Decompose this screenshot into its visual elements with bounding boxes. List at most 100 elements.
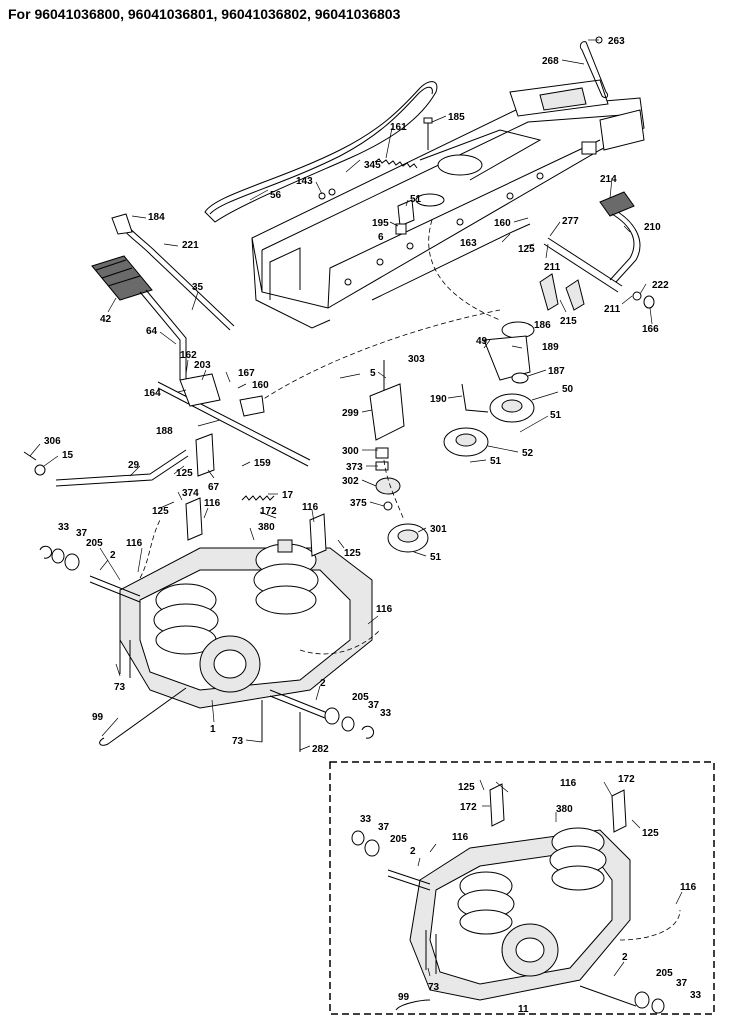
callout-203: 203	[194, 360, 211, 371]
callout-160a: 160	[494, 218, 511, 229]
callout-214: 214	[600, 174, 617, 185]
inset-callout-125b: 125	[642, 828, 659, 839]
callout-160b: 160	[252, 380, 269, 391]
callout-374: 374	[182, 488, 199, 499]
callout-185: 185	[448, 112, 465, 123]
callout-51b: 51	[430, 552, 442, 563]
inset-callout-116c: 116	[680, 882, 697, 893]
callout-222: 222	[652, 280, 669, 291]
callout-161: 161	[390, 122, 407, 133]
inset-callout-2b: 2	[622, 952, 628, 963]
rod-64	[139, 289, 187, 380]
cam-215	[539, 273, 585, 311]
bracket-67	[195, 433, 215, 477]
callout-373: 373	[346, 462, 363, 473]
leader-lines	[29, 39, 683, 977]
callout-221: 221	[182, 240, 199, 251]
shaft-277	[543, 237, 623, 293]
callout-29: 29	[128, 460, 140, 471]
spring-161	[374, 158, 418, 169]
callout-125c: 125	[152, 506, 169, 517]
rod-210	[609, 211, 641, 283]
bolt-143	[318, 188, 336, 200]
callout-159: 159	[254, 458, 271, 469]
washers-222-166	[632, 291, 655, 309]
callout-172a: 172	[260, 506, 277, 517]
callout-345: 345	[364, 160, 381, 171]
callout-166: 166	[642, 324, 659, 335]
callout-73b: 73	[232, 736, 244, 747]
callout-210: 210	[644, 222, 661, 233]
callout-2a: 2	[110, 550, 116, 561]
callout-125b: 125	[176, 468, 193, 479]
callout-190: 190	[430, 394, 447, 405]
callout-116b: 116	[302, 502, 319, 513]
callout-56: 56	[270, 190, 282, 201]
page-title: For 96041036800, 96041036801, 9604103680…	[8, 6, 401, 22]
callout-33a: 33	[58, 522, 70, 533]
rod-29	[55, 449, 189, 487]
callout-99a: 99	[92, 712, 104, 723]
callout-188: 188	[156, 426, 173, 437]
inset-callout-33b: 33	[690, 990, 702, 1001]
callout-125a: 125	[518, 244, 535, 255]
drive-belt	[204, 81, 438, 223]
alternate-transaxle-inset	[329, 761, 715, 1015]
callout-6: 6	[378, 232, 384, 243]
callout-37a: 37	[76, 528, 88, 539]
rod-163	[371, 223, 531, 301]
callout-125d: 125	[344, 548, 361, 559]
callout-37b: 37	[368, 700, 380, 711]
callout-302: 302	[342, 476, 359, 487]
callout-277: 277	[562, 216, 579, 227]
callout-42: 42	[100, 314, 112, 325]
callout-215: 215	[560, 316, 577, 327]
pulley-302	[375, 477, 401, 495]
callout-189: 189	[542, 342, 559, 353]
inset-callout-172a: 172	[618, 774, 635, 785]
pulley-50	[489, 393, 535, 423]
callout-184: 184	[148, 212, 165, 223]
callout-35: 35	[192, 282, 204, 293]
inset-callout-11: 11	[518, 1004, 529, 1015]
inset-callout-380: 380	[556, 804, 573, 815]
callout-51c: 51	[550, 410, 562, 421]
callout-1: 1	[210, 724, 216, 735]
callout-205b: 205	[352, 692, 369, 703]
inset-callout-116b: 116	[452, 832, 469, 843]
callout-306: 306	[44, 436, 61, 447]
callout-5: 5	[370, 368, 376, 379]
linkage-188	[157, 373, 311, 467]
spacer-300-373	[375, 447, 389, 471]
frame-assembly	[251, 79, 645, 329]
callout-380a: 380	[258, 522, 275, 533]
washer-187	[511, 372, 529, 384]
callout-116d: 116	[376, 604, 393, 615]
callout-268: 268	[542, 56, 559, 67]
washer-15	[34, 464, 46, 476]
callout-163: 163	[460, 238, 477, 249]
callout-15: 15	[62, 450, 74, 461]
callout-33b: 33	[380, 708, 392, 719]
inset-callout-125a: 125	[458, 782, 475, 793]
callout-282: 282	[312, 744, 329, 755]
brackets-172	[185, 497, 327, 557]
bracket-190	[461, 383, 489, 413]
callout-numbers: 263 268 185 161 345 143 56 51 195 6 214 …	[44, 36, 702, 1015]
inset-callout-205a: 205	[390, 834, 407, 845]
callout-52: 52	[522, 448, 534, 459]
inset-callout-205b: 205	[656, 968, 673, 979]
inset-callout-2a: 2	[410, 846, 416, 857]
callout-375: 375	[350, 498, 367, 509]
callout-51d: 51	[490, 456, 502, 467]
callout-211b: 211	[604, 304, 621, 315]
callout-164: 164	[144, 388, 161, 399]
transaxle-main	[89, 539, 373, 752]
washers-33-37-205-left	[39, 545, 80, 571]
callout-299: 299	[342, 408, 359, 419]
callout-301: 301	[430, 524, 447, 535]
callout-303: 303	[408, 354, 425, 365]
callout-300: 300	[342, 446, 359, 457]
callout-17: 17	[282, 490, 294, 501]
